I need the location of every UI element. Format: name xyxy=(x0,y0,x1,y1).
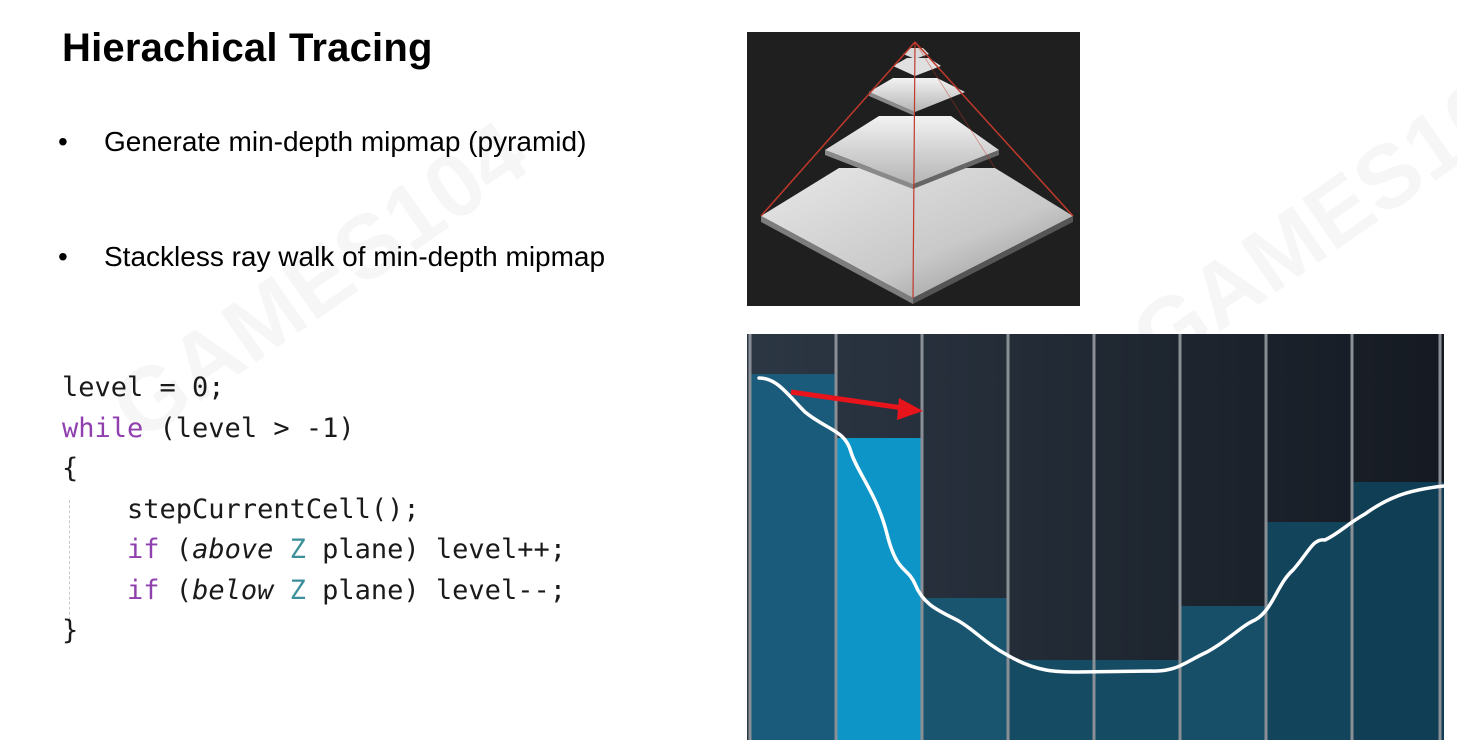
code-line: stepCurrentCell(); xyxy=(62,493,420,525)
code-indent-guide xyxy=(69,500,70,620)
bullet-symbol: • xyxy=(58,126,68,157)
mip-level-1-edge xyxy=(825,150,913,189)
mipmap-pyramid-svg xyxy=(760,41,1074,304)
pyramid-edge-line xyxy=(914,41,1074,217)
code-line: level = 0; xyxy=(62,372,225,403)
depth-column xyxy=(1267,522,1351,740)
pyramid-edge-line xyxy=(914,41,996,169)
depth-column xyxy=(1181,606,1265,740)
code-block: level = 0; while (level > -1) { stepCurr… xyxy=(62,368,566,652)
code-line: } xyxy=(62,615,79,646)
mip-level-2-edge xyxy=(869,92,915,116)
ray-arrow-line xyxy=(790,389,904,411)
depth-curve xyxy=(757,376,1444,674)
slide-title: Hierachical Tracing xyxy=(62,26,433,70)
mip-level-3 xyxy=(893,58,941,76)
ray-walk-svg xyxy=(747,334,1444,740)
code-keyword: while xyxy=(62,412,144,444)
code-identifier: Z xyxy=(289,574,306,606)
code-text: plane) level--; xyxy=(305,574,566,606)
code-text: (level > -1) xyxy=(143,412,355,444)
pyramid-edge-line xyxy=(912,41,916,299)
bullet-text: Stackless ray walk of min-depth mipmap xyxy=(104,241,606,272)
bullet-item: • Generate min-depth mipmap (pyramid) xyxy=(58,125,586,159)
code-italic: above xyxy=(192,534,274,565)
bullet-text: Generate min-depth mipmap (pyramid) xyxy=(104,126,587,157)
mip-level-2 xyxy=(869,78,965,112)
code-text: ( xyxy=(159,574,193,606)
mip-level-0 xyxy=(761,168,1073,298)
ray-walk-diagram xyxy=(747,334,1444,740)
depth-column xyxy=(1095,660,1179,740)
code-keyword: if xyxy=(127,534,160,565)
bullet-item: • Stackless ray walk of min-depth mipmap xyxy=(58,240,605,274)
code-keyword: if xyxy=(127,574,160,606)
code-text: ( xyxy=(159,534,193,565)
depth-column xyxy=(751,374,835,740)
depth-column xyxy=(837,438,921,740)
ray-arrow-head-icon xyxy=(897,398,923,420)
code-text: plane) level++; xyxy=(305,534,566,565)
code-line: if (below Z plane) level--; xyxy=(62,575,566,606)
code-identifier: Z xyxy=(289,534,306,565)
mip-level-0-edge xyxy=(761,216,913,304)
depth-column xyxy=(923,598,1007,740)
depth-column xyxy=(1353,482,1444,740)
code-line: if (above Z plane) level++; xyxy=(62,534,566,565)
code-line: while (level > -1) xyxy=(62,413,355,444)
bullet-symbol: • xyxy=(58,241,68,272)
code-line: { xyxy=(62,453,79,484)
mip-level-1 xyxy=(825,116,999,184)
code-italic: below xyxy=(192,574,274,606)
mip-level-0-edge xyxy=(913,216,1073,304)
mipmap-pyramid-image xyxy=(747,32,1080,306)
mip-level-1-edge xyxy=(913,150,999,189)
pyramid-edge-line xyxy=(760,41,916,217)
